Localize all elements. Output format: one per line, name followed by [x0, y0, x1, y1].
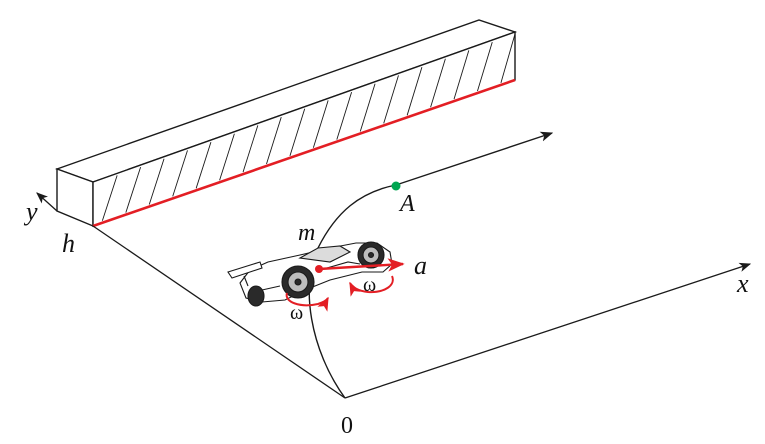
wall-hatch-line — [500, 33, 516, 83]
acceleration-label: a — [414, 251, 427, 280]
acceleration-vector — [318, 258, 405, 272]
wall-hatch-line — [172, 150, 188, 197]
omega-rear-arrow — [285, 292, 329, 312]
wall-hatch-line — [383, 75, 399, 124]
wall-hatch-line — [148, 158, 165, 205]
wall-hatch-line — [406, 66, 423, 116]
wall-hatch-line — [195, 141, 212, 189]
wall-hatch-line — [359, 83, 376, 132]
mass-label: m — [298, 220, 315, 246]
wall-hatch-line — [453, 50, 470, 100]
point-a-label: A — [398, 191, 415, 217]
omega-front-arrow — [349, 275, 394, 297]
wall-front-face — [92, 31, 516, 227]
wall-hatching — [101, 33, 516, 221]
wall-hatch-line — [289, 108, 306, 157]
ground-edge — [92, 225, 346, 399]
wall — [54, 19, 518, 228]
point-a-marker — [391, 181, 401, 191]
x-axis-label: x — [736, 269, 749, 298]
wall-hatch-line — [430, 58, 446, 108]
wall-hatch-line — [242, 125, 259, 173]
omega-front-label: ω — [363, 274, 376, 296]
y-axis — [36, 192, 58, 212]
wall-red-edge — [92, 78, 516, 228]
x-axis — [344, 262, 752, 399]
wall-hatch-line — [219, 133, 235, 181]
origin-label: 0 — [341, 413, 353, 439]
wall-hatch-line — [312, 100, 329, 148]
wall-hatch-line — [336, 91, 353, 140]
wall-hatch-line — [125, 166, 142, 213]
wall-hatch-line — [266, 116, 282, 165]
y-axis-label: y — [23, 197, 38, 226]
center-of-mass-dot — [315, 265, 323, 273]
height-label: h — [62, 229, 75, 258]
wall-hatch-line — [477, 41, 493, 92]
omega-rear-label: ω — [290, 302, 303, 324]
wall-hatch-line — [101, 175, 118, 221]
